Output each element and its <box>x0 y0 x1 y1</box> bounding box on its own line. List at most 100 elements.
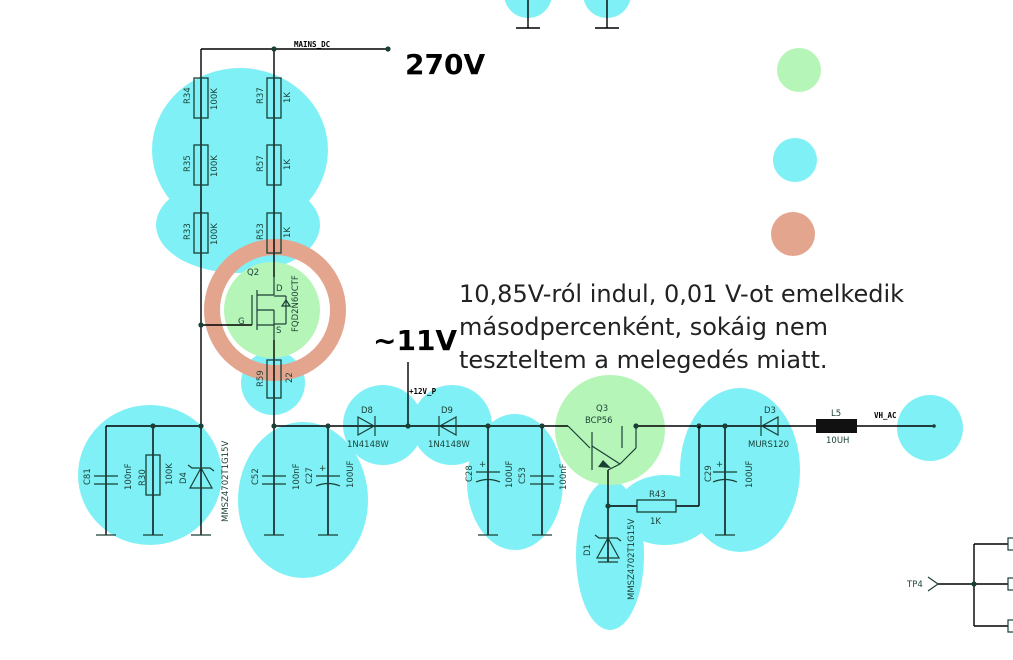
val-r53: 1K <box>283 227 293 238</box>
capacitor-c81[interactable] <box>94 475 118 536</box>
capacitor-c29[interactable]: + <box>712 460 738 536</box>
legend-swatch-green <box>777 48 821 92</box>
ref-d8: D8 <box>361 406 373 416</box>
diode-d8[interactable] <box>357 415 376 437</box>
wiring-layer <box>105 0 1013 633</box>
highlight-vhac <box>897 395 963 461</box>
component-layer: + + <box>94 77 857 563</box>
highlight-q2-ring <box>204 239 346 381</box>
val-r59: 22 <box>285 372 295 383</box>
mosfet-q2[interactable] <box>251 277 292 340</box>
ref-q3: Q3 <box>596 404 608 414</box>
highlight-d9 <box>412 385 492 465</box>
note-line-2: másodpercenként, sokáig nem <box>459 313 828 341</box>
pin-g-q2: G <box>238 317 245 327</box>
val-r34: 100K <box>210 88 220 110</box>
val-d4: MMSZ4702T1G15V <box>221 440 231 522</box>
highlight-c28-c53 <box>467 414 563 550</box>
highlight-left-caps <box>78 405 222 545</box>
val-d9: 1N4148W <box>428 440 470 450</box>
resistor-r59[interactable] <box>266 359 282 399</box>
ref-r43: R43 <box>649 490 666 500</box>
capacitor-c52[interactable] <box>262 475 286 536</box>
ref-c27: C27 <box>305 467 315 484</box>
resistor-r43[interactable] <box>636 499 677 513</box>
voltage-label-270: 270V <box>405 48 485 81</box>
ref-l5: L5 <box>831 409 841 419</box>
val-q3: BCP56 <box>585 416 613 426</box>
highlight-c52-c27 <box>238 422 368 578</box>
ref-r34: R34 <box>183 87 193 104</box>
resistor-r30[interactable] <box>145 454 161 496</box>
ref-c28: C28 <box>465 465 475 482</box>
val-c52: 100nF <box>292 463 302 490</box>
ref-c52: C52 <box>251 468 261 485</box>
net-label-12v: +12V_P <box>409 387 437 396</box>
ref-q2: Q2 <box>247 268 259 278</box>
val-c53: 100nF <box>559 463 569 490</box>
highlight-c29-d3 <box>680 388 800 552</box>
resistor-r57[interactable] <box>266 144 282 186</box>
ref-r33: R33 <box>183 223 193 240</box>
resistor-r34[interactable] <box>193 77 209 119</box>
capacitor-c53[interactable] <box>530 475 554 536</box>
legend-swatch-cyan <box>773 138 817 182</box>
resistor-r37[interactable] <box>266 77 282 119</box>
val-r30: 100K <box>165 463 175 485</box>
ref-r35: R35 <box>183 155 193 172</box>
resistor-r35[interactable] <box>193 144 209 186</box>
ref-r37: R37 <box>256 87 266 104</box>
val-l5: 10UH <box>826 436 849 446</box>
net-label-vhac: VH_AC <box>874 411 897 420</box>
svg-text:+: + <box>479 460 486 470</box>
capacitor-c28[interactable]: + <box>475 460 501 536</box>
val-r35: 100K <box>210 155 220 177</box>
capacitor-c27[interactable]: + <box>315 464 341 536</box>
ref-d1: D1 <box>583 544 593 556</box>
resistor-r33[interactable] <box>193 212 209 254</box>
label-layer: MAINS_DC +12V_P VH_AC TP4 270V ~11V 10,8… <box>83 40 923 600</box>
svg-text:+: + <box>319 464 326 474</box>
voltage-label-11: ~11V <box>373 324 457 357</box>
val-c27: 100UF <box>346 461 356 488</box>
resistor-r53[interactable] <box>266 212 282 254</box>
val-q2: FQD2N60CTF <box>291 275 301 332</box>
zener-d1[interactable] <box>594 534 622 563</box>
ref-d9: D9 <box>441 406 453 416</box>
pin-d-q2: D <box>276 284 283 294</box>
highlight-d8 <box>343 385 423 465</box>
val-c29: 100UF <box>745 461 755 488</box>
net-label-mains: MAINS_DC <box>294 40 330 49</box>
val-d3: MURS120 <box>748 440 789 450</box>
inductor-l5[interactable] <box>816 419 857 433</box>
zener-d4[interactable] <box>187 464 215 536</box>
svg-text:+: + <box>716 460 723 470</box>
val-c81: 100nF <box>124 463 134 490</box>
ref-r57: R57 <box>256 155 266 172</box>
note-line-1: 10,85V-ról indul, 0,01 V-ot emelkedik <box>459 280 904 308</box>
transistor-q3[interactable] <box>567 425 637 471</box>
ref-r30: R30 <box>138 469 148 486</box>
ref-c29: C29 <box>704 465 714 482</box>
highlight-q3 <box>555 375 665 485</box>
legend-swatch-salmon <box>771 212 815 256</box>
val-r57: 1K <box>283 159 293 170</box>
diode-d9[interactable] <box>438 415 457 437</box>
testpoint-label: TP4 <box>906 580 923 590</box>
ref-c81: C81 <box>83 468 93 485</box>
ref-d3: D3 <box>764 406 776 416</box>
val-r43: 1K <box>650 517 661 527</box>
ref-r53: R53 <box>256 223 266 240</box>
val-r33: 100K <box>210 223 220 245</box>
val-c28: 100UF <box>505 461 515 488</box>
val-d1: MMSZ4702T1G15V <box>627 518 637 600</box>
ref-c53: C53 <box>518 467 528 484</box>
highlight-layer <box>78 0 963 630</box>
ref-d4: D4 <box>179 472 189 484</box>
diode-d3[interactable] <box>760 415 779 437</box>
pin-s-q2: S <box>276 326 281 336</box>
val-d8: 1N4148W <box>347 440 389 450</box>
note-line-3: teszteltem a melegedés miatt. <box>459 346 828 374</box>
ref-r59: R59 <box>256 370 266 387</box>
